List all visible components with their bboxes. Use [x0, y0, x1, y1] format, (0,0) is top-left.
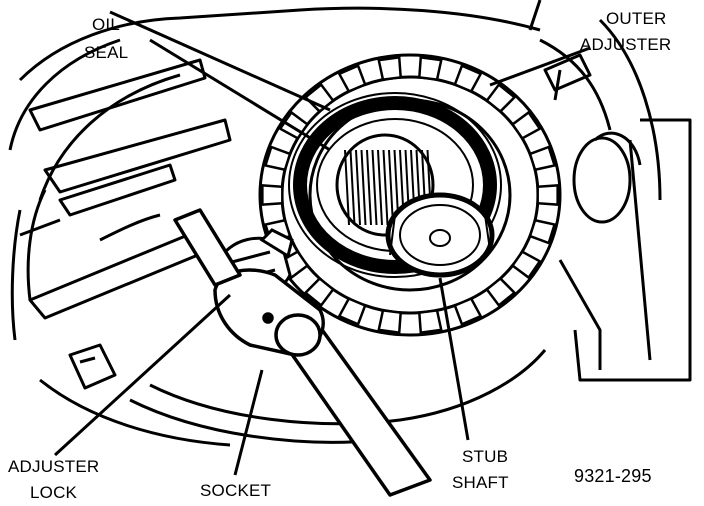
stub-shaft	[385, 192, 495, 278]
leader-outer-adjuster	[489, 46, 591, 87]
spline-tooth	[371, 149, 378, 226]
adjuster-notch	[417, 55, 443, 82]
adjuster-notch	[510, 110, 542, 140]
spline-tooth	[344, 149, 350, 226]
adjuster-notch	[263, 145, 292, 172]
adjuster-notch	[485, 276, 517, 308]
label-adjuster-lock-line1: ADJUSTER	[8, 457, 99, 476]
label-adjuster-lock-line2: LOCK	[30, 483, 78, 502]
label-socket: SOCKET	[200, 481, 271, 500]
leader-adjuster-lock	[53, 293, 232, 457]
leader-stub-shaft	[438, 277, 470, 441]
label-stub-shaft-line1: STUB	[462, 447, 508, 466]
adjuster-notch	[261, 184, 284, 206]
spline-tooth	[355, 149, 361, 226]
socket-tool	[173, 208, 432, 497]
adjuster-notch	[377, 55, 403, 82]
label-outer-adjuster-line1: OUTER	[606, 9, 667, 28]
adjuster-notch	[303, 276, 335, 308]
callout-labels: OIL SEAL OUTER ADJUSTER ADJUSTER LOCK SO…	[8, 9, 671, 502]
label-oil-seal-line2: SEAL	[84, 43, 128, 62]
spline-tooth	[360, 149, 367, 226]
spline-tooth	[377, 149, 383, 226]
spline-tooth	[388, 149, 394, 226]
housing-casting	[8, 6, 692, 447]
label-oil-seal-line1: OIL	[92, 15, 120, 34]
leader-oil-seal	[149, 38, 331, 152]
label-stub-shaft-line2: SHAFT	[452, 473, 509, 492]
adjuster-notch	[510, 250, 542, 280]
adjuster-notch	[536, 184, 559, 206]
adjuster-notch	[453, 64, 483, 93]
adjuster-notches	[261, 55, 559, 335]
adjuster-notch	[528, 145, 557, 172]
label-outer-adjuster-line2: ADJUSTER	[580, 35, 671, 54]
leader-socket	[233, 369, 264, 476]
adjuster-notch	[417, 308, 443, 335]
leader-lines	[53, 0, 591, 476]
adjuster-notch	[528, 218, 557, 245]
adjuster-notch	[453, 297, 483, 326]
figure-number: 9321-295	[574, 466, 652, 486]
spline-tooth	[349, 149, 356, 226]
adjuster-notch	[485, 82, 517, 114]
adjuster-notch	[377, 308, 403, 335]
adjuster-notch	[337, 64, 367, 93]
spline-tooth	[382, 149, 389, 226]
adjuster-notch	[337, 297, 367, 326]
spline-tooth	[366, 149, 372, 226]
